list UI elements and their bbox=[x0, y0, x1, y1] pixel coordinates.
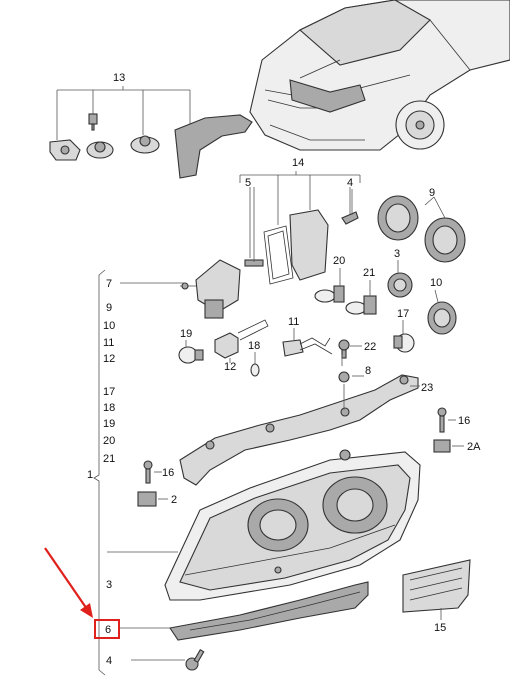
label-11-mid: 11 bbox=[288, 316, 299, 328]
label-6: 6 bbox=[105, 624, 111, 636]
bulbs-and-sockets bbox=[178, 260, 415, 377]
label-2a: 2A bbox=[467, 441, 481, 453]
support-bracket bbox=[179, 371, 420, 486]
label-15: 15 bbox=[434, 622, 446, 634]
trim-strip bbox=[169, 581, 369, 641]
headlight-range-motor bbox=[180, 259, 241, 319]
highlight-annotation bbox=[44, 547, 120, 639]
label-9-right: 9 bbox=[429, 187, 435, 199]
label-18-mid: 18 bbox=[248, 340, 260, 352]
highlight-arrow-shaft bbox=[44, 547, 90, 613]
label-19: 19 bbox=[103, 418, 115, 430]
car-illustration bbox=[249, 0, 510, 151]
label-7: 7 bbox=[106, 278, 112, 290]
label-21: 21 bbox=[363, 267, 375, 279]
label-4-bottom: 4 bbox=[106, 655, 112, 667]
label-21: 21 bbox=[103, 453, 115, 465]
screw-and-clip-right bbox=[433, 407, 464, 453]
label-13: 13 bbox=[113, 72, 125, 84]
label-2: 2 bbox=[171, 494, 177, 506]
cover-plate bbox=[402, 559, 471, 620]
label-3-right: 3 bbox=[394, 248, 400, 260]
covers-caps bbox=[377, 195, 466, 335]
label-16-mid: 16 bbox=[162, 467, 174, 479]
label-1: 1 bbox=[87, 469, 93, 481]
label-19-mid: 19 bbox=[180, 328, 192, 340]
highlight-arrow-head bbox=[80, 603, 93, 618]
label-10-right: 10 bbox=[430, 277, 442, 289]
label-14: 14 bbox=[292, 157, 304, 169]
label-10: 10 bbox=[103, 320, 115, 332]
highlight-box bbox=[94, 619, 120, 639]
group-13-bracket-parts bbox=[49, 86, 253, 179]
label-23: 23 bbox=[421, 382, 433, 394]
label-20: 20 bbox=[333, 255, 345, 267]
part-number-labels: 13 14 5 4 9 20 3 21 10 7 9 10 11 12 11 1… bbox=[87, 72, 481, 667]
screw-and-clip-left bbox=[137, 460, 168, 507]
label-11: 11 bbox=[103, 337, 114, 349]
label-16-right: 16 bbox=[458, 415, 470, 427]
label-9: 9 bbox=[106, 302, 112, 314]
label-20: 20 bbox=[103, 435, 115, 447]
leader-lines bbox=[253, 187, 353, 366]
label-3: 3 bbox=[106, 579, 112, 591]
label-5: 5 bbox=[245, 177, 251, 189]
label-22: 22 bbox=[364, 341, 376, 353]
label-12: 12 bbox=[103, 353, 115, 365]
label-18: 18 bbox=[103, 402, 115, 414]
label-12-mid: 12 bbox=[224, 361, 236, 373]
label-17-right: 17 bbox=[397, 308, 409, 320]
screw-bottom bbox=[131, 649, 205, 671]
label-4-top: 4 bbox=[347, 177, 353, 189]
headlight-housing bbox=[164, 449, 421, 601]
label-8: 8 bbox=[365, 365, 371, 377]
left-list-brackets bbox=[93, 269, 185, 676]
label-17: 17 bbox=[103, 386, 115, 398]
group-14-module-parts bbox=[239, 171, 361, 285]
